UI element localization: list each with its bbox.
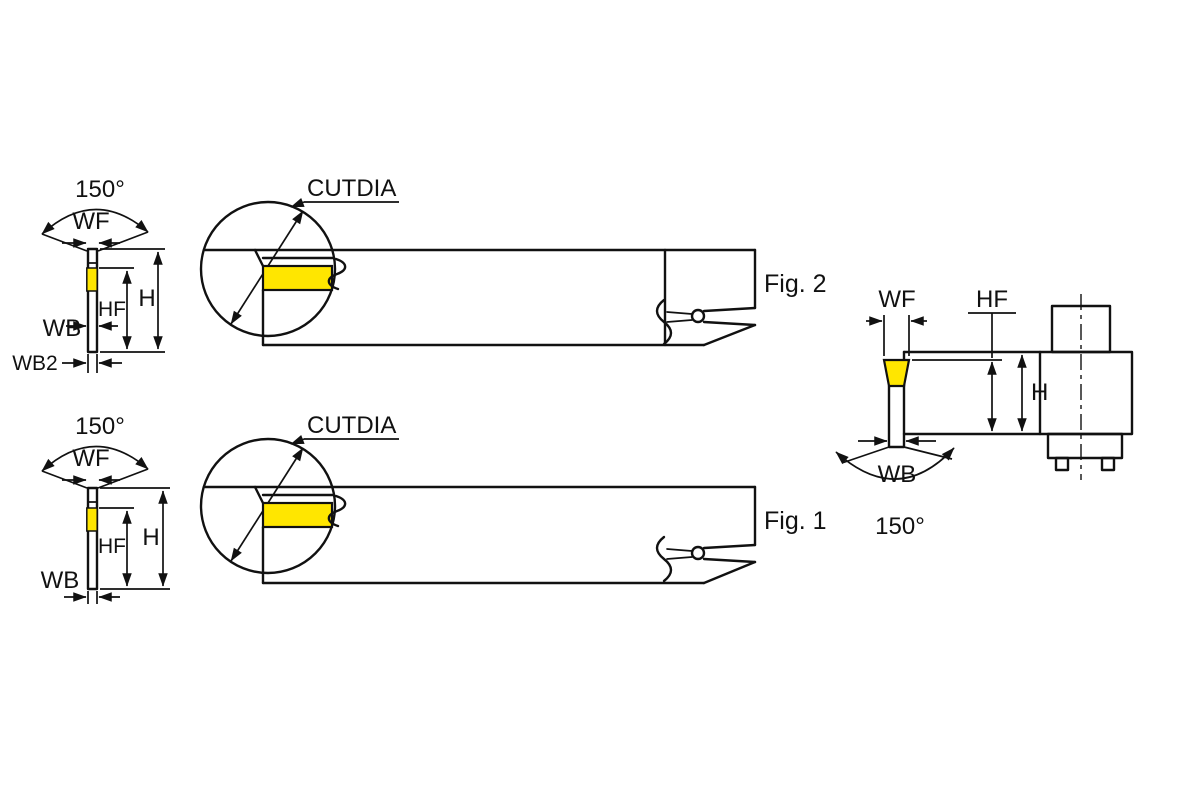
adapter-foot-left — [1054, 456, 1070, 472]
slot-stub-bottom — [666, 319, 693, 323]
angle-label: 150° — [75, 176, 125, 203]
slot-lower-lip — [702, 557, 757, 564]
angle-arc — [41, 208, 149, 235]
insert — [882, 358, 911, 388]
slot-end-hole — [690, 308, 706, 324]
wf-label: WF — [72, 208, 109, 235]
fig2-label: Fig. 2 — [764, 270, 827, 298]
slot-stub-bottom — [666, 556, 693, 560]
wb-label: WB — [43, 315, 82, 342]
adapter-lower-block — [1046, 432, 1124, 460]
cutdia-label: CUTDIA — [307, 412, 396, 439]
adapter-main-block — [1038, 350, 1134, 436]
slot-stub-top — [666, 548, 693, 552]
wb-label: WB — [878, 461, 917, 488]
clamp-spring-squiggle — [327, 257, 347, 291]
fig1-label: Fig. 1 — [764, 507, 827, 535]
break-squiggle — [655, 535, 673, 583]
side-view-fig1: CUTDIA Fig. 1 — [199, 412, 827, 585]
detail-circle — [199, 437, 337, 575]
wb-label: WB — [41, 567, 80, 594]
wb2-label: WB2 — [12, 352, 58, 375]
wf-label: WF — [878, 286, 915, 313]
slot-end-hole — [690, 545, 706, 561]
insert — [86, 507, 98, 532]
clamp-spring-squiggle — [327, 494, 347, 528]
insert — [261, 501, 334, 529]
adapter-foot-right — [1100, 456, 1116, 472]
slot-stub-top — [666, 311, 693, 315]
blade-outline — [887, 384, 906, 449]
h-label: H — [142, 524, 159, 551]
break-squiggle — [655, 298, 673, 346]
angle-label: 150° — [75, 413, 125, 440]
detail-circle — [199, 200, 337, 338]
slot-upper-lip — [702, 543, 757, 550]
angle-arc — [835, 447, 955, 480]
blade-outline — [86, 247, 99, 354]
spindle-adapter — [1038, 294, 1134, 480]
hf-label: HF — [976, 286, 1008, 313]
end-chamfer-edge — [702, 560, 757, 585]
side-view-fig2: CUTDIA Fig. 2 — [199, 175, 827, 347]
angle-leg-right — [97, 468, 149, 489]
clamp-front-edge — [253, 485, 265, 505]
insert — [86, 267, 98, 292]
slot-lower-lip — [702, 320, 757, 327]
insert — [261, 264, 334, 292]
cutdia-label: CUTDIA — [307, 175, 396, 202]
clamp-front-edge — [253, 248, 265, 268]
h-label: H — [138, 285, 155, 312]
angle-label: 150° — [875, 513, 925, 540]
hf-label: HF — [98, 298, 126, 321]
end-view: WF HF H WB 150° — [835, 286, 1134, 540]
slot-upper-lip — [702, 306, 757, 313]
blade-outline — [86, 486, 99, 591]
hf-label: HF — [98, 535, 126, 558]
front-view-fig1: 150° WF H HF WB — [41, 413, 170, 604]
wf-label: WF — [72, 445, 109, 472]
end-chamfer-edge — [702, 323, 757, 347]
angle-arc — [41, 445, 149, 472]
angle-leg-right — [97, 231, 149, 252]
front-view-fig2: 150° WF H HF WB WB2 — [12, 176, 165, 375]
